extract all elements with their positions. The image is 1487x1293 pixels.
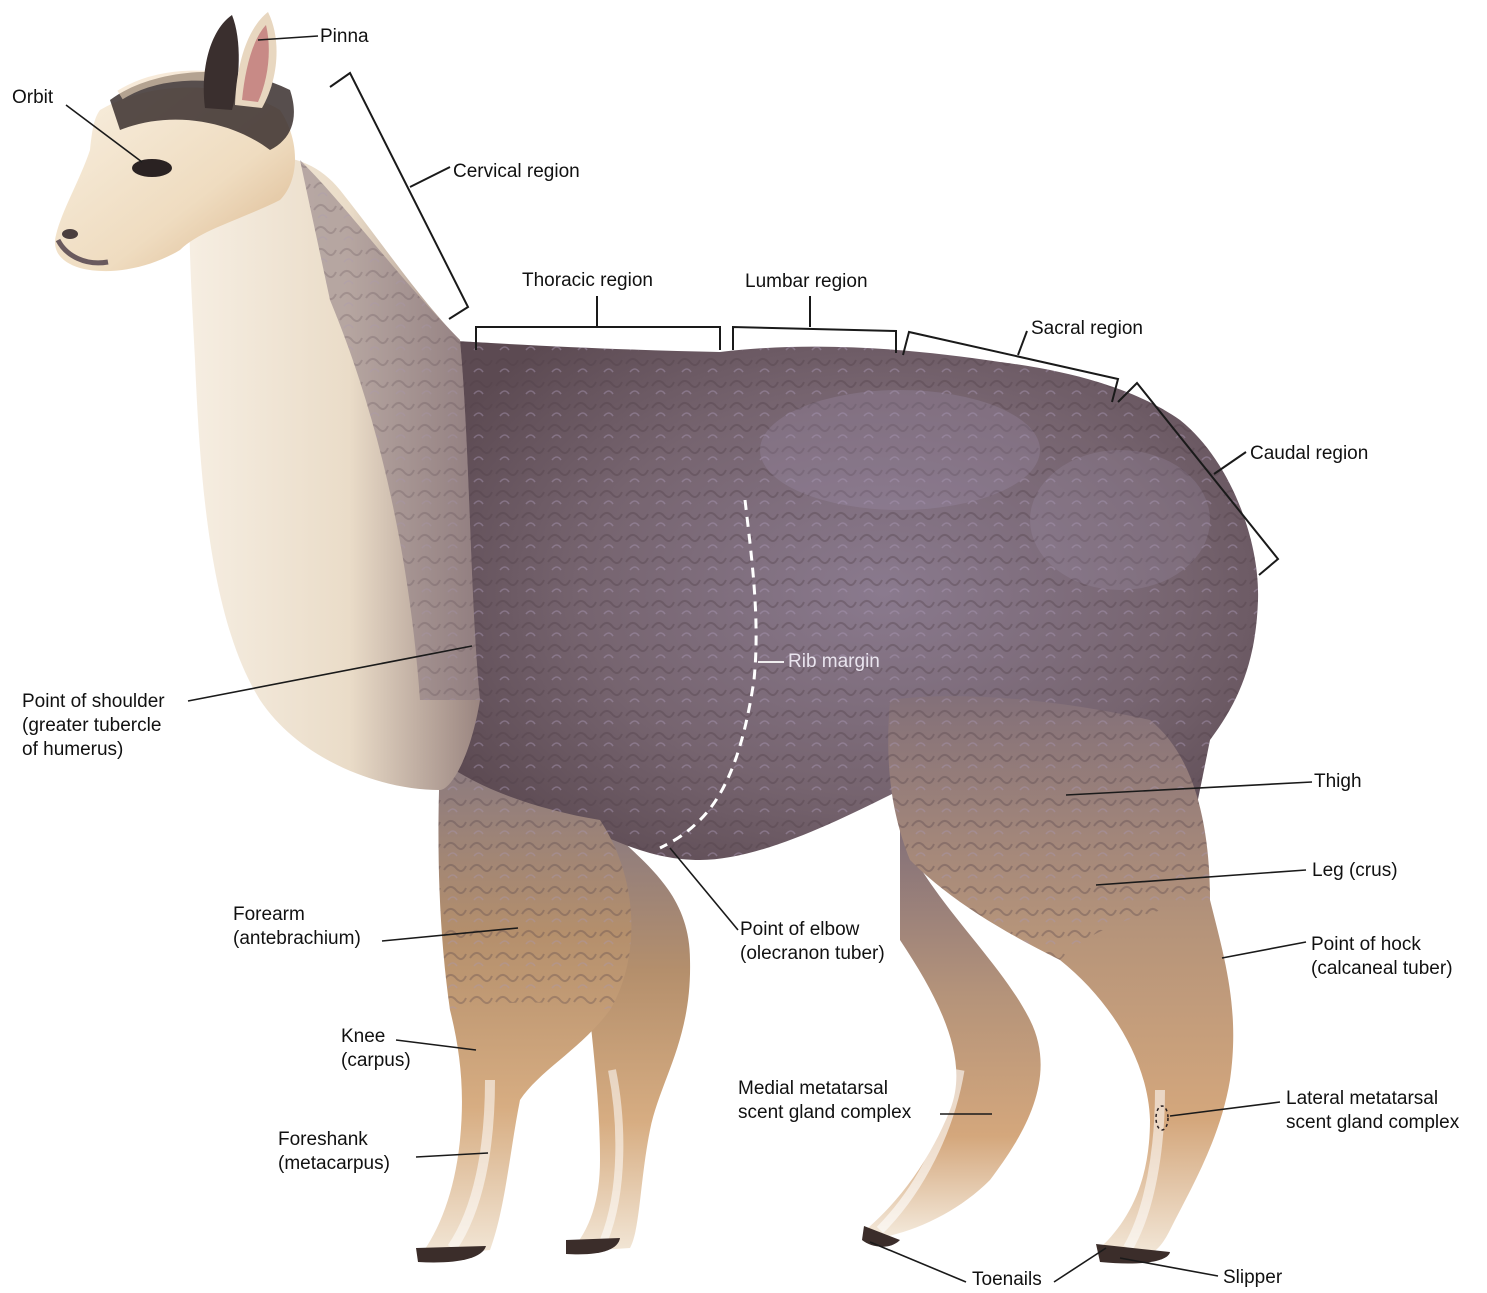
label-point-of-hock: Point of hock (calcaneal tuber) xyxy=(1311,933,1453,981)
slipper-leader xyxy=(1120,1258,1218,1276)
label-leg-crus: Leg (crus) xyxy=(1312,859,1398,883)
label-caudal-region: Caudal region xyxy=(1250,442,1368,466)
hock-leader xyxy=(1222,942,1306,958)
label-point-of-elbow: Point of elbow (olecranon tuber) xyxy=(740,918,885,966)
label-cervical-region: Cervical region xyxy=(453,160,580,184)
label-sacral-region: Sacral region xyxy=(1031,317,1143,341)
label-orbit: Orbit xyxy=(12,86,53,110)
label-rib-margin: Rib margin xyxy=(788,650,880,674)
label-knee: Knee (carpus) xyxy=(341,1025,411,1073)
label-medial-metatarsal-gland: Medial metatarsal scent gland complex xyxy=(738,1077,911,1125)
sacral-bracket-stem xyxy=(1018,331,1027,355)
label-forearm: Forearm (antebrachium) xyxy=(233,903,361,951)
caudal-bracket-stem xyxy=(1214,452,1246,474)
label-lumbar-region: Lumbar region xyxy=(745,270,868,294)
label-pinna: Pinna xyxy=(320,25,369,49)
label-thoracic-region: Thoracic region xyxy=(522,269,653,293)
cervical-bracket-stem xyxy=(410,167,450,187)
ears xyxy=(204,12,277,110)
toenails-leader-1 xyxy=(870,1242,966,1282)
toenails-leader-2 xyxy=(1054,1248,1106,1282)
neck xyxy=(189,156,480,790)
label-foreshank: Foreshank (metacarpus) xyxy=(278,1128,390,1176)
label-slipper: Slipper xyxy=(1223,1266,1282,1290)
label-toenails: Toenails xyxy=(972,1268,1042,1292)
label-thigh: Thigh xyxy=(1314,770,1362,794)
label-point-of-shoulder: Point of shoulder (greater tubercle of h… xyxy=(22,690,165,762)
label-lateral-metatarsal-gland: Lateral metatarsal scent gland complex xyxy=(1286,1087,1459,1135)
